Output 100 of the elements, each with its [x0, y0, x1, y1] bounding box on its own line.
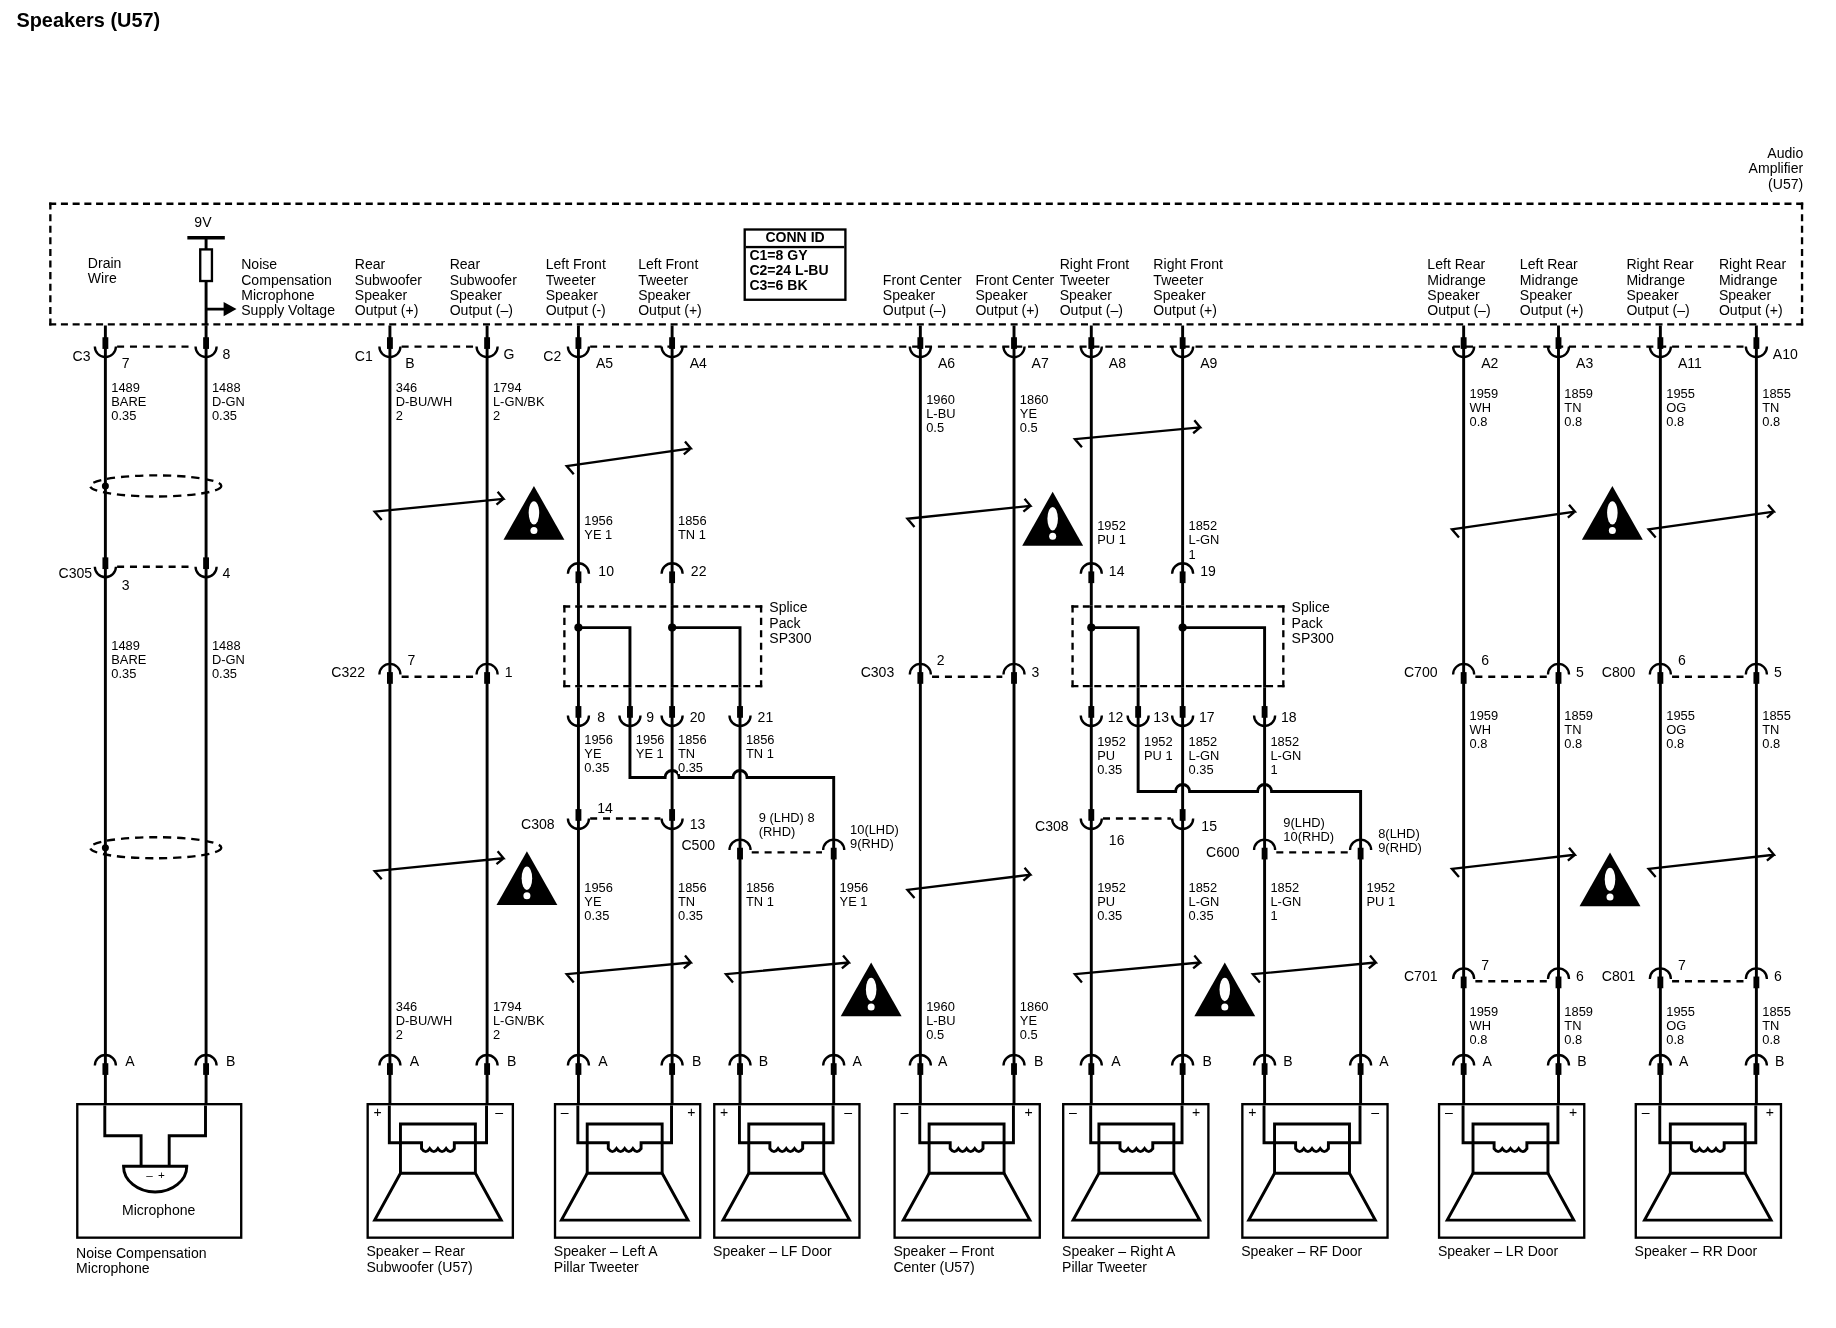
wire [1181, 325, 1185, 606]
pin-number: A6 [937, 355, 956, 372]
wire-label: 1959 WH 0.8 [1469, 708, 1499, 751]
pin-number: 5 [1576, 665, 1584, 681]
wire-label: 1489 BARE 0.35 [111, 380, 147, 423]
wire-label: 1956 YE 0.35 [584, 880, 613, 923]
wire [670, 687, 674, 1103]
wire-label: 1860 YE 0.5 [1019, 998, 1049, 1041]
connector-id: C3 [72, 348, 91, 365]
pin-number: 7 [121, 355, 130, 372]
pin-number: A [598, 1053, 608, 1070]
wire-label: 1794 L-GN/BK 2 [492, 380, 545, 423]
polarity-sign: – [1069, 1105, 1077, 1121]
wire-label: 1852 L-GN 1 [1270, 734, 1302, 777]
pin-number: B [1283, 1053, 1293, 1070]
wire-label: 1859 TN 0.8 [1564, 708, 1593, 751]
wire-label: 1852 L-GN 0.35 [1188, 880, 1220, 923]
wire [485, 325, 489, 1103]
pin-number: A [1379, 1053, 1389, 1070]
pin-number: 12 [1107, 710, 1124, 726]
wire-label: 1956 YE 1 [839, 880, 869, 909]
voltage-label: 9V [194, 215, 212, 231]
wire-label: 1856 TN 0.35 [677, 880, 707, 923]
wire-label: 1960 L-BU 0.5 [926, 998, 956, 1041]
wire-label: 1860 YE 0.5 [1019, 392, 1049, 435]
wire-label: 1488 D-GN 0.35 [211, 638, 245, 681]
polarity-sign: + [1765, 1105, 1774, 1121]
pin-number: B [226, 1053, 236, 1070]
polarity-sign: + [687, 1105, 696, 1121]
pin-number: 14 [1108, 564, 1125, 580]
component-label: Speaker – Left A Pillar Tweeter [553, 1244, 659, 1276]
wire [670, 325, 674, 606]
pin-number: 6 [1481, 653, 1490, 669]
pin-number: 5 [1773, 665, 1782, 681]
diagram-title: Speakers (U57) [16, 9, 161, 33]
pin-number: 10(LHD) 9(RHD) [850, 822, 900, 851]
pin-number: B [692, 1053, 702, 1070]
pin-number: A8 [1108, 355, 1127, 372]
connector-id: C305 [58, 566, 93, 582]
wire-label: 1959 WH 0.8 [1469, 1004, 1499, 1047]
polarity-sign: – [560, 1105, 569, 1121]
polarity-sign: – [495, 1105, 504, 1121]
pin-description: Left Front Tweeter Speaker Output (+) [638, 257, 703, 319]
wire-label: 1952 PU 1 [1366, 880, 1396, 909]
wire [918, 325, 922, 1103]
pin-number: A7 [1031, 355, 1049, 372]
pin-number: 7 [1677, 957, 1686, 974]
pin-description: Drain Wire [87, 256, 123, 287]
wire-label: 1952 PU 1 [1097, 518, 1126, 547]
wire-label: 1852 L-GN 1 [1188, 518, 1220, 561]
pin-number: 7 [1481, 957, 1490, 974]
connector-id: C801 [1601, 969, 1636, 985]
component-label: Splice Pack SP300 [1291, 600, 1335, 647]
pin-number: A [409, 1053, 420, 1070]
wire [1181, 687, 1185, 1103]
pin-number: 9(LHD) 10(RHD) [1283, 814, 1336, 844]
pin-number: A3 [1576, 355, 1594, 372]
pin-number: 8 [597, 710, 605, 726]
polarity-sign: – [146, 1169, 153, 1182]
component-label: Speaker – Rear Subwoofer (U57) [366, 1244, 474, 1276]
pin-description: Rear Subwoofer Speaker Output (+) [354, 257, 423, 319]
wire [576, 325, 580, 606]
pin-description: Left Rear Midrange Speaker Output (+) [1519, 257, 1585, 319]
pin-number: A [852, 1053, 862, 1070]
pin-number: 1 [504, 665, 513, 681]
connector-id: C700 [1403, 665, 1438, 681]
pin-number: A10 [1772, 347, 1798, 363]
wire-label: 1955 OG 0.8 [1666, 708, 1695, 751]
table-header: CONN ID [745, 230, 845, 249]
wire-label: 1952 PU 0.35 [1097, 880, 1126, 923]
polarity-sign: + [1248, 1105, 1257, 1121]
wire [204, 325, 208, 1103]
pin-number: 6 [1576, 969, 1584, 985]
connector-id: C322 [331, 665, 365, 681]
wire [1136, 687, 1363, 1103]
pin-number: B [758, 1053, 769, 1070]
wire [1263, 687, 1267, 1103]
wire [1462, 325, 1466, 1103]
connector-id: C308 [521, 817, 555, 833]
wire-label: 1488 D-GN 0.35 [211, 380, 245, 423]
wire-label: 1855 TN 0.8 [1762, 1004, 1791, 1047]
pin-number: 8(LHD) 9(RHD) [1378, 826, 1423, 855]
pin-number: 9 [646, 710, 655, 726]
polarity-sign: + [720, 1105, 729, 1121]
pin-description: Noise Compensation Microphone Supply Voltage [241, 257, 336, 319]
connector-id: C1 [354, 348, 373, 365]
pin-number: G [503, 347, 515, 363]
polarity-sign: + [373, 1105, 382, 1121]
pin-number: A5 [596, 355, 614, 372]
connector-id: C701 [1403, 969, 1438, 985]
wire-label: 1856 TN 1 [745, 880, 775, 909]
polarity-sign: + [1569, 1105, 1578, 1121]
pin-number: A [1679, 1053, 1689, 1070]
wire-label: 1859 TN 0.8 [1564, 1004, 1593, 1047]
polarity-sign: – [1444, 1105, 1453, 1121]
pin-number: A11 [1677, 355, 1702, 372]
pin-number: B [1202, 1053, 1212, 1070]
polarity-sign: – [1641, 1105, 1650, 1121]
wire [388, 325, 392, 1103]
wire-label: 1852 L-GN 0.35 [1188, 734, 1220, 777]
